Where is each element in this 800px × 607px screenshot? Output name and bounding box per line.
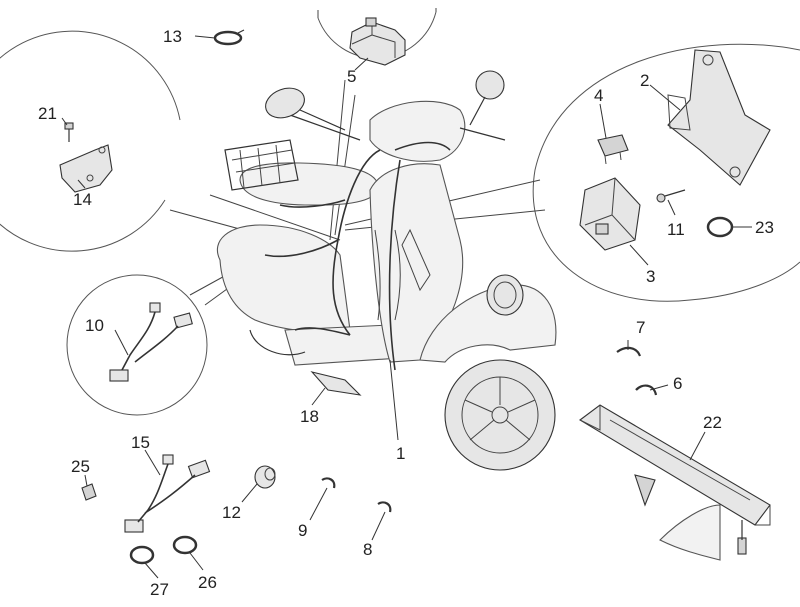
callout-26: 26 [198,573,217,592]
part-10-harness [109,302,193,382]
main-wiring-harness [264,141,451,371]
callout-27: 27 [150,580,169,599]
callout-4: 4 [594,86,603,105]
part-6-clip [635,384,658,396]
part-5-relay [349,17,406,66]
callout-7: 7 [636,318,645,337]
part-4-fuse [597,134,629,165]
part-9-clip [321,477,336,489]
part-14-bracket [59,144,113,193]
part-25-clip [81,483,97,501]
part-21-screw [64,122,74,142]
part-3-cdi-unit [579,177,641,251]
callout-25: 25 [71,457,90,476]
callout-13: 13 [163,27,182,46]
callout-15: 15 [131,433,150,452]
callout-6: 6 [673,374,682,393]
callout-1: 1 [396,444,405,463]
callout-22: 22 [703,413,722,432]
callout-11: 11 [667,220,685,239]
callout-3: 3 [646,267,655,286]
callout-8: 8 [363,540,372,559]
part-22-tray [579,404,771,561]
detail-circle-bracket [0,30,181,252]
scooter-body [217,70,557,471]
callout-2: 2 [640,71,649,90]
part-8-clip [377,501,392,513]
callout-labels: 13 5 21 14 2 4 3 11 23 10 18 1 7 6 22 15… [38,27,774,599]
callout-9: 9 [298,521,307,540]
part-15-harness [124,454,211,533]
part-23-clamp [706,216,734,238]
callout-21: 21 [38,104,57,123]
part-13-clamp [213,29,245,46]
detail-circle-cdi [532,43,800,302]
part-2-bracket-plate [667,49,771,186]
part-27-clamp [129,545,155,565]
part-11-screw [656,189,686,203]
callout-18: 18 [300,407,319,426]
part-26-clamp [172,535,198,555]
callout-12: 12 [222,503,241,522]
part-12-grommet [254,465,276,489]
part-7-clip [616,346,642,357]
callout-5: 5 [347,67,356,86]
leader-lines [61,35,752,579]
callout-23: 23 [755,218,774,237]
part-18-pad [310,371,362,396]
callout-14: 14 [73,190,92,209]
callout-10: 10 [85,316,104,335]
